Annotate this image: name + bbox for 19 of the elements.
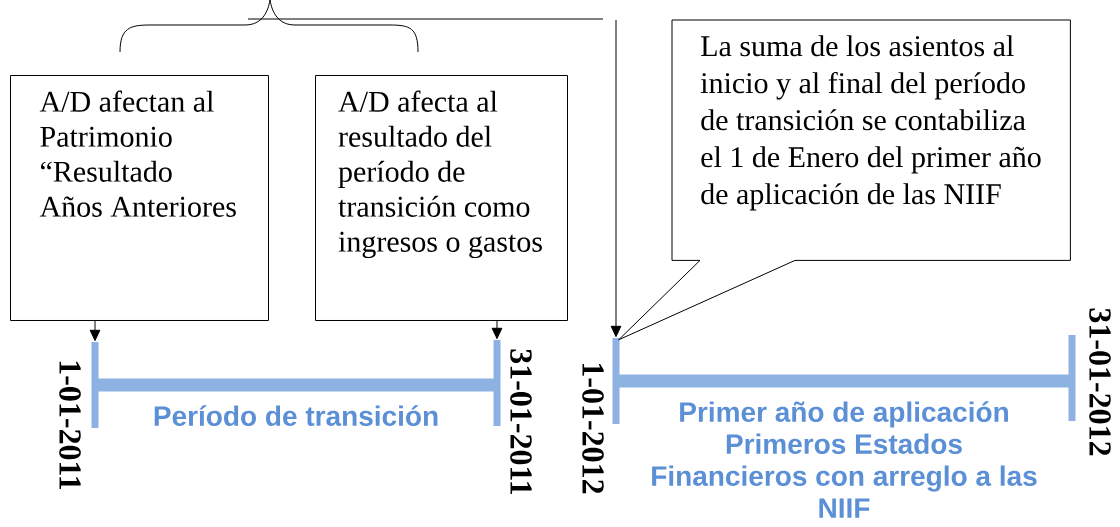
arrow (89, 320, 101, 342)
note-box: A/D afectan al Patrimonio “Resultado Años Anteriores (10, 75, 269, 321)
callout-tail (618, 259, 796, 341)
callout-box: La suma de los asientos al inicio y al final del período de transición se contabiliza el 1 de Enero del primer año de aplicación de las NIIF (671, 19, 1071, 261)
timeline-bar (95, 378, 497, 392)
edge-label: Período de transición (154, 405, 438, 426)
edge-label: Primer año de aplicación Primeros Estados Financieros con arreglo a las NIIF (652, 401, 1037, 518)
date-label: 1-01-2011 (59, 361, 81, 490)
tick-mark (493, 340, 501, 426)
date-label: 31-01-2012 (1089, 308, 1111, 456)
date-label: 31-01-2011 (510, 349, 532, 495)
timeline-bar (616, 374, 1072, 388)
tick-mark (1068, 335, 1076, 421)
arrow (610, 19, 622, 338)
tick-mark (612, 338, 620, 424)
date-label: 1-01-2012 (582, 363, 604, 494)
arrow (491, 320, 503, 340)
tick-mark (91, 342, 99, 428)
note-box: A/D afecta al resultado del período de transición como ingresos o gastos (315, 75, 568, 321)
